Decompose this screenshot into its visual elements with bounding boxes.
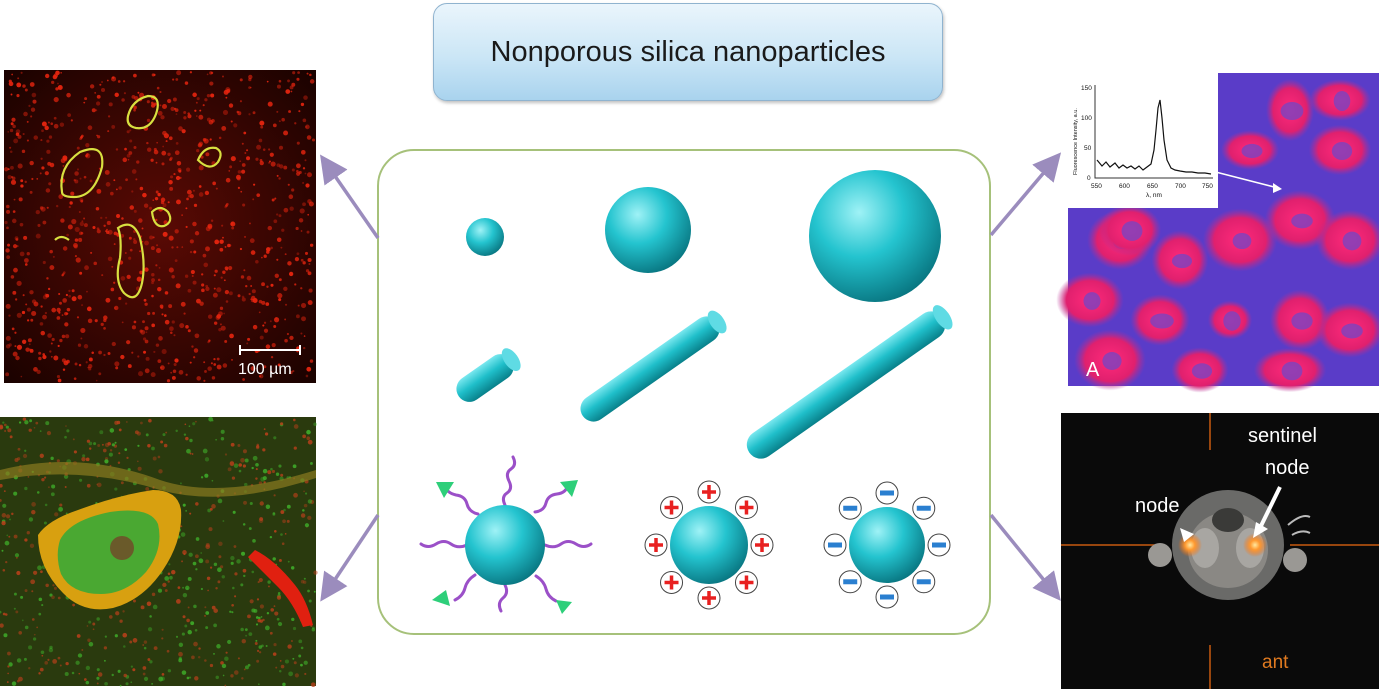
arrow-bottom-left xyxy=(320,514,380,602)
scale-bar-label: 100 µm xyxy=(238,361,292,378)
plus-sign-icon xyxy=(739,575,754,590)
minus-sign-icon xyxy=(932,542,946,548)
plus-sign-icon xyxy=(664,575,679,590)
inset-x-tick-2: 600 xyxy=(1119,183,1130,190)
medium-sphere xyxy=(605,187,691,273)
inset-x-label: λ, nm xyxy=(1146,192,1162,199)
inset-x-tick-4: 700 xyxy=(1175,183,1186,190)
minus-sign-icon xyxy=(843,579,858,585)
large-sphere xyxy=(809,170,941,302)
minus-sign-icon xyxy=(916,505,931,511)
negative-charged-sphere xyxy=(823,481,951,609)
label-sentinel-line1: sentinel xyxy=(1248,425,1317,447)
inset-y-tick-4: 150 xyxy=(1081,85,1092,92)
arrow-top-left xyxy=(320,154,380,239)
inset-x-tick-3: 650 xyxy=(1147,183,1158,190)
plus-sign-icon xyxy=(702,591,716,605)
inset-y-tick-1: 0 xyxy=(1087,175,1091,182)
medium-rod xyxy=(580,310,727,422)
ligand-functionalized-sphere xyxy=(419,455,593,614)
minus-sign-icon xyxy=(880,594,894,600)
diagram-title: Nonporous silica nanoparticles xyxy=(490,35,886,68)
arrow-bottom-right xyxy=(989,513,1061,601)
small-sphere xyxy=(466,218,504,256)
minus-sign-icon xyxy=(843,505,858,511)
arrow-top-right xyxy=(989,152,1062,237)
title-box: Nonporous silica nanoparticles xyxy=(433,3,943,101)
image-top-right-cells: 550 600 650 700 750 0 50 100 150 λ, nm F… xyxy=(1056,73,1379,393)
spectrum-axes xyxy=(1094,85,1213,179)
label-sentinel-line2: node xyxy=(1265,457,1310,479)
minus-sign-icon xyxy=(880,490,894,496)
spectrum-inset xyxy=(1068,73,1218,208)
image-bottom-right-pet: node sentinel node ant xyxy=(1061,413,1379,689)
inset-y-label: Fluorescence Intensity, a.u. xyxy=(1073,108,1079,175)
image-bottom-left-neuron xyxy=(0,416,318,688)
plus-sign-icon xyxy=(755,538,769,552)
minus-sign-icon xyxy=(828,542,842,548)
plus-sign-icon xyxy=(649,538,663,552)
short-rod xyxy=(456,348,521,402)
plus-sign-icon xyxy=(702,485,716,499)
spectrum-line xyxy=(1096,99,1212,175)
inset-y-tick-3: 100 xyxy=(1081,115,1092,122)
label-ant: ant xyxy=(1262,652,1289,673)
long-rod xyxy=(746,305,953,459)
positive-charged-sphere xyxy=(644,480,774,610)
plus-sign-icon xyxy=(664,500,679,515)
label-node: node xyxy=(1135,495,1180,517)
inset-y-tick-2: 50 xyxy=(1084,145,1092,152)
panel-letter-a: A xyxy=(1086,359,1100,381)
minus-sign-icon xyxy=(916,579,931,585)
inset-x-tick-5: 750 xyxy=(1202,183,1213,190)
inset-pointer xyxy=(1199,167,1279,189)
image-top-left-tissue: 100 µm xyxy=(4,70,316,383)
inset-x-tick-1: 550 xyxy=(1091,183,1102,190)
plus-sign-icon xyxy=(739,500,754,515)
